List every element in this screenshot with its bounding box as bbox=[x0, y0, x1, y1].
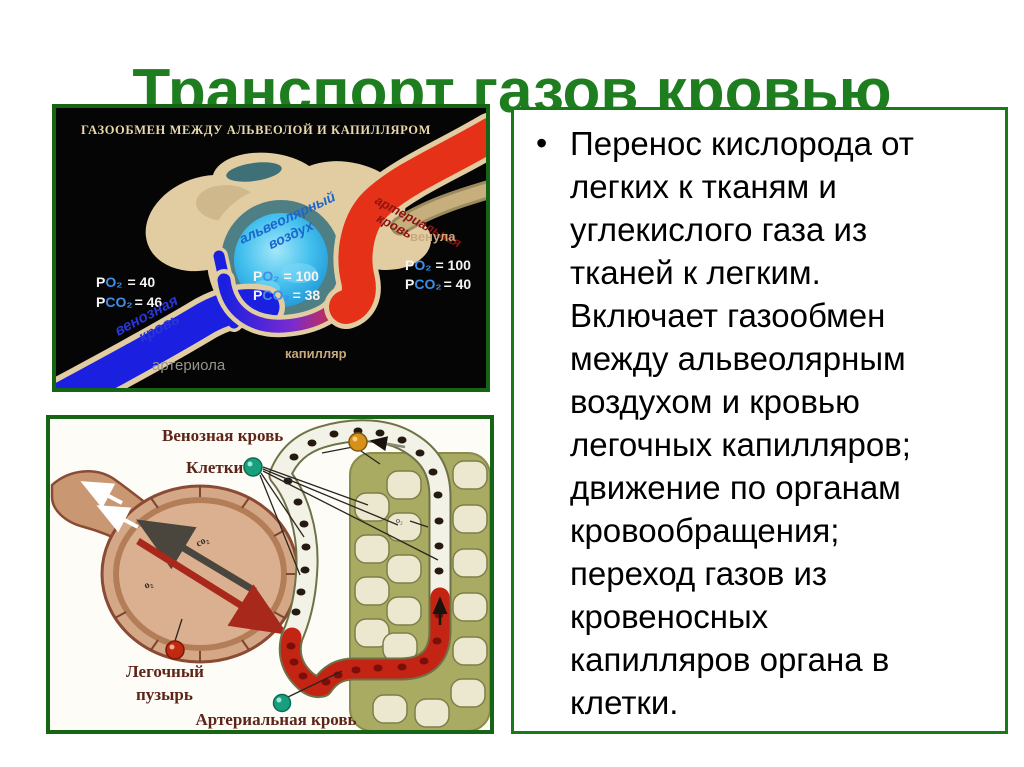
bullet-item: • Перенос кислорода от легких к тканям и… bbox=[514, 110, 1005, 724]
lung-vesicle-label: Легочный пузырь bbox=[126, 662, 208, 704]
alveolar-pco2: PCO₂= 38 bbox=[253, 287, 320, 303]
co2-arrow bbox=[136, 519, 257, 594]
bronchiole-cap bbox=[226, 162, 282, 182]
venous-flow-arrow bbox=[369, 436, 406, 452]
venous-blood-dot bbox=[348, 432, 368, 452]
lung-vesicle-dot bbox=[165, 640, 185, 660]
lung-vesicle: co₂ o₂ bbox=[50, 470, 300, 664]
arteriole-label: артериола bbox=[152, 357, 226, 374]
cells-dot bbox=[243, 457, 263, 477]
venule-label: венула bbox=[410, 229, 456, 244]
arterial-blood-label: Артериальная кровь bbox=[195, 710, 356, 729]
alveolar-po2: PO₂= 100 bbox=[253, 268, 319, 284]
arterial-blood-dot bbox=[272, 693, 292, 713]
o2-arrow bbox=[136, 538, 288, 635]
text-panel: • Перенос кислорода от легких к тканям и… bbox=[511, 107, 1008, 734]
tissue-block bbox=[349, 452, 490, 730]
venule-vessel bbox=[390, 180, 486, 236]
o2-small-label: o₂ bbox=[396, 516, 403, 525]
alveolar-air-circle bbox=[234, 213, 328, 307]
arterial-vessel bbox=[324, 112, 486, 329]
alveolus-capillary-svg: ГАЗООБМЕН МЕЖДУ АЛЬВЕОЛОЙ И КАПИЛЛЯРОМ bbox=[56, 108, 486, 388]
venous-pco2: PCO₂= 46 bbox=[96, 294, 162, 310]
tissue-cells bbox=[354, 460, 488, 728]
venous-blood-label: Венозная кровь bbox=[162, 426, 283, 445]
figure-header: ГАЗООБМЕН МЕЖДУ АЛЬВЕОЛОЙ И КАПИЛЛЯРОМ bbox=[81, 123, 431, 137]
bullet-marker: • bbox=[536, 125, 548, 161]
capillary-label: капилляр bbox=[285, 346, 347, 361]
arterial-pco2: PCO₂= 40 bbox=[405, 276, 471, 292]
leader-lines bbox=[174, 446, 439, 698]
venous-blood-cells bbox=[283, 427, 444, 616]
co2-arrow-label: co₂ bbox=[194, 534, 210, 550]
arterial-po2: PO₂= 100 bbox=[405, 257, 471, 273]
figure-lung-tissue: co₂ o₂ bbox=[46, 415, 494, 734]
figure-alveolus-capillary: ГАЗООБМЕН МЕЖДУ АЛЬВЕОЛОЙ И КАПИЛЛЯРОМ bbox=[52, 104, 490, 392]
venous-po2: PO₂= 40 bbox=[96, 274, 155, 290]
bullet-text: Перенос кислорода от легких к тканям и у… bbox=[570, 125, 914, 721]
marker-dots bbox=[165, 432, 368, 713]
lung-tissue-svg: co₂ o₂ bbox=[50, 419, 490, 730]
airflow-arrows bbox=[80, 481, 139, 533]
cells-label: Клетки bbox=[186, 458, 244, 477]
